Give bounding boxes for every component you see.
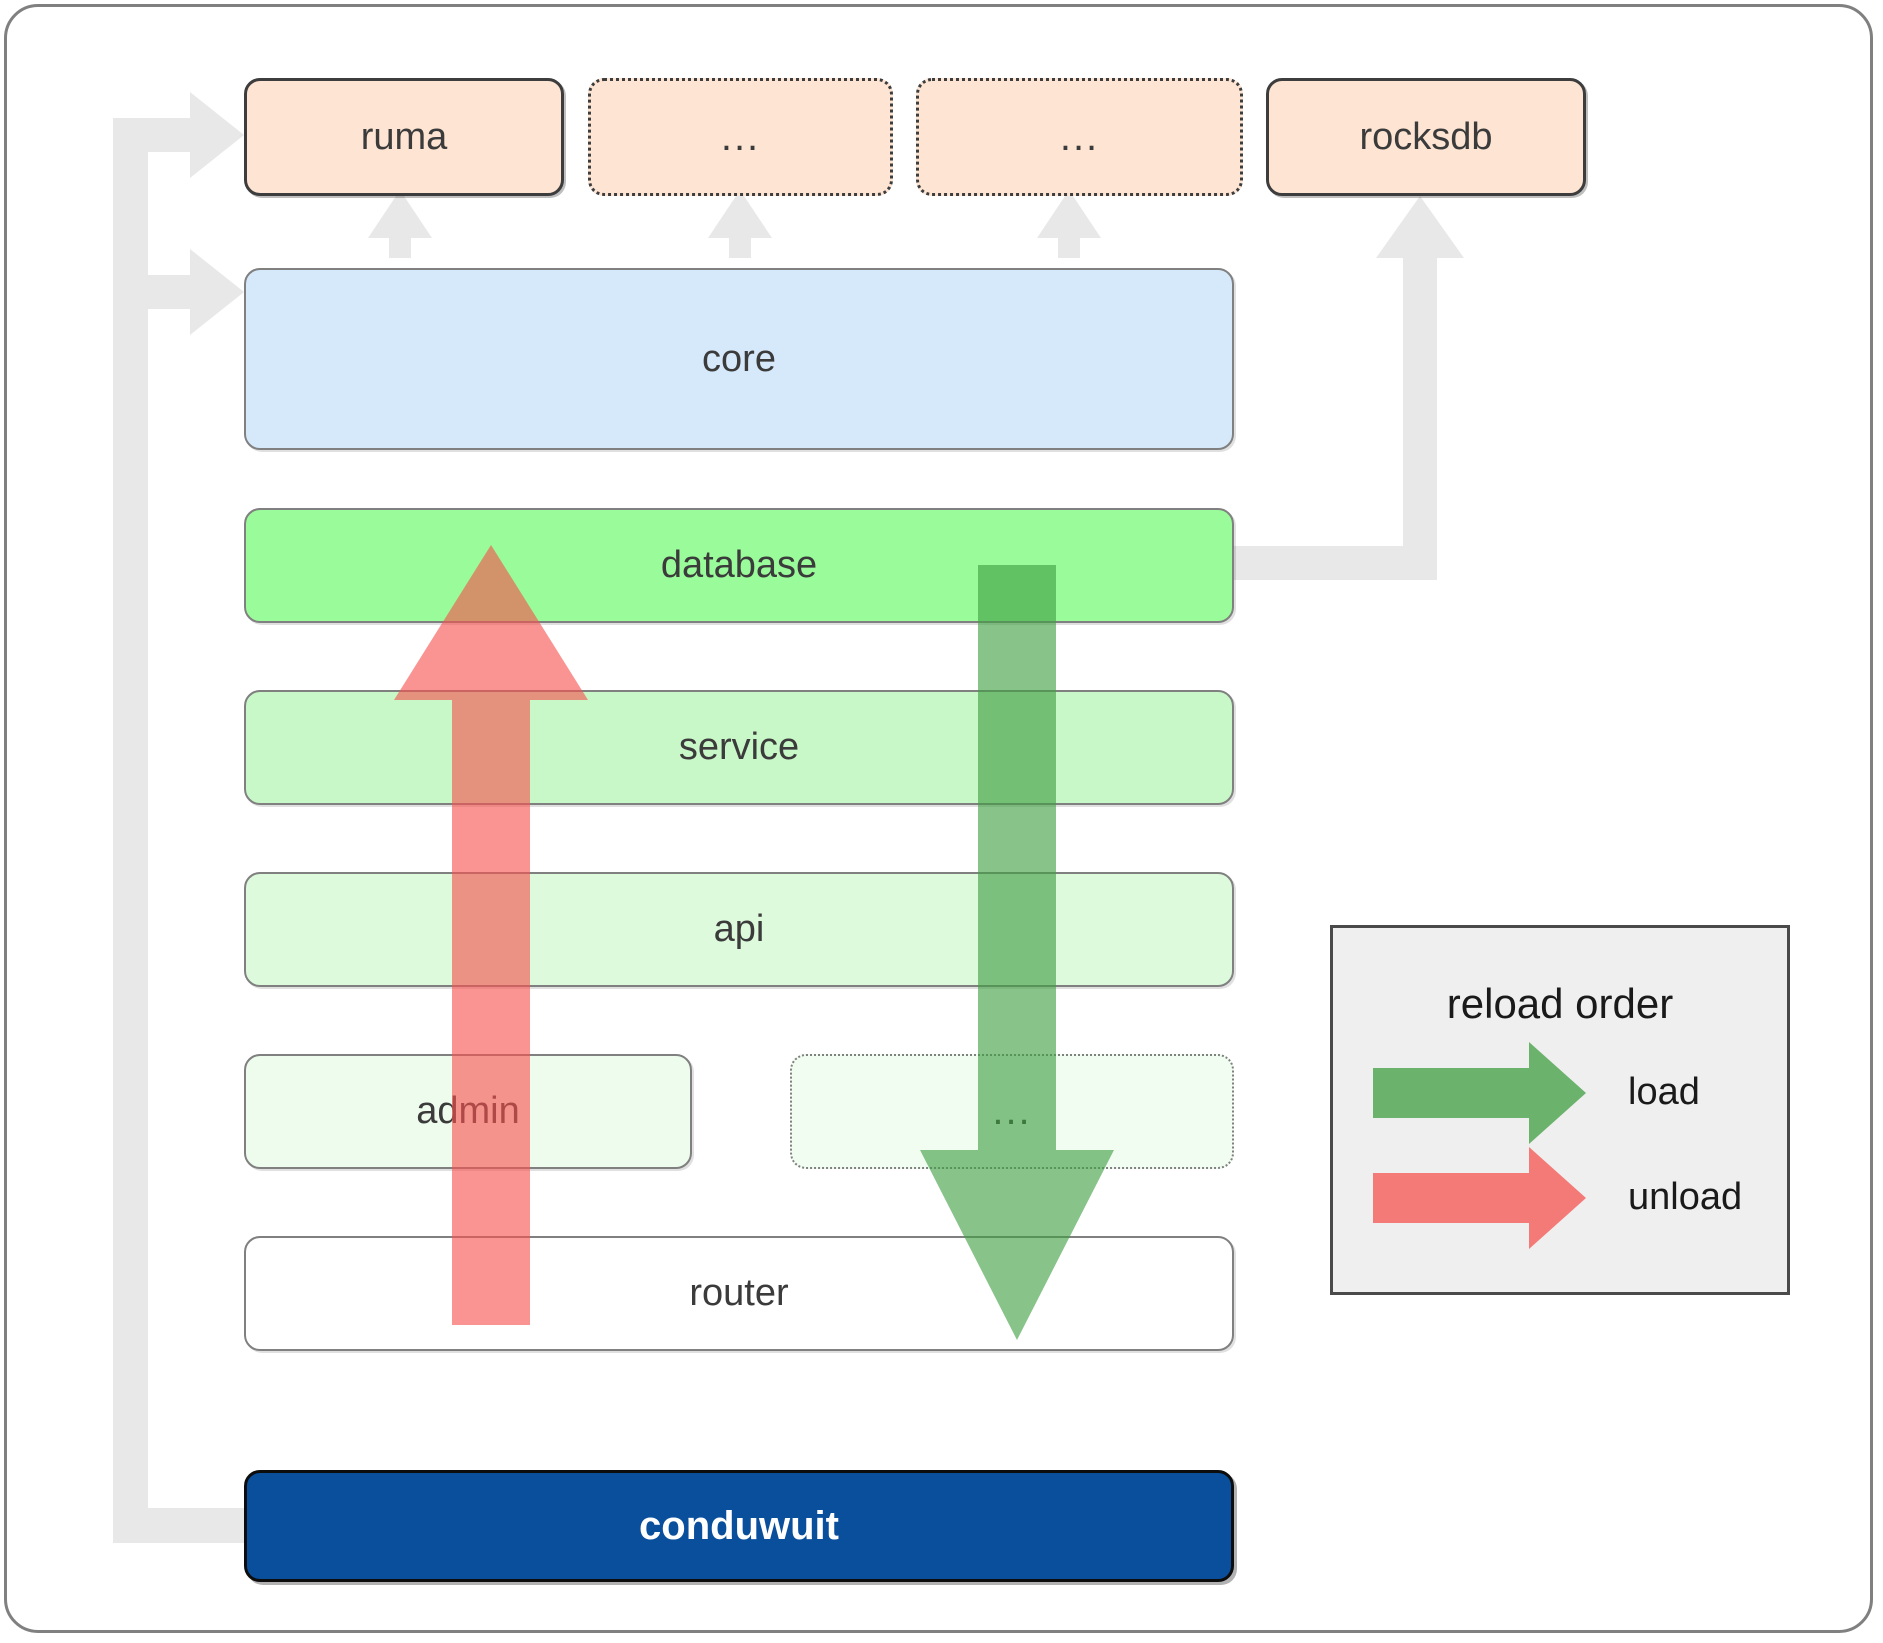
diagram-frame [4, 4, 1873, 1633]
node-rocksdb[interactable]: rocksdb [1266, 78, 1586, 196]
node-conduwuit[interactable]: conduwuit [244, 1470, 1234, 1582]
legend-label-unload: unload [1628, 1176, 1743, 1218]
node-top-placeholder-2[interactable]: ... [916, 78, 1243, 196]
node-ruma-label: ruma [360, 115, 448, 158]
node-top-placeholder-2-label: ... [1059, 114, 1100, 159]
node-top-placeholder-1-label: ... [720, 114, 761, 159]
legend-arrows [1373, 1042, 1586, 1249]
legend-title: reload order [1446, 980, 1674, 1027]
node-database-label: database [660, 544, 818, 586]
node-router-label: router [689, 1272, 789, 1314]
node-top-placeholder-1[interactable]: ... [588, 78, 893, 196]
node-router[interactable]: router [244, 1236, 1234, 1351]
node-core[interactable]: core [244, 268, 1234, 450]
legend-unload-arrow [1373, 1147, 1586, 1249]
node-api[interactable]: api [244, 872, 1234, 987]
legend-panel: reload order load unload [1330, 925, 1790, 1295]
node-api-label: api [713, 908, 765, 950]
legend-load-arrow [1373, 1042, 1586, 1144]
node-conduwuit-label: conduwuit [639, 1503, 839, 1548]
node-service-label: service [678, 726, 800, 768]
node-core-label: core [702, 337, 776, 380]
node-rocksdb-label: rocksdb [1359, 115, 1493, 158]
node-admin-label: admin [416, 1090, 520, 1132]
legend-label-load: load [1628, 1071, 1700, 1113]
node-admin[interactable]: admin [244, 1054, 692, 1169]
node-stack-placeholder-label: ... [992, 1089, 1032, 1133]
node-service[interactable]: service [244, 690, 1234, 805]
node-database[interactable]: database [244, 508, 1234, 623]
node-ruma[interactable]: ruma [244, 78, 564, 196]
node-stack-placeholder[interactable]: ... [790, 1054, 1234, 1169]
